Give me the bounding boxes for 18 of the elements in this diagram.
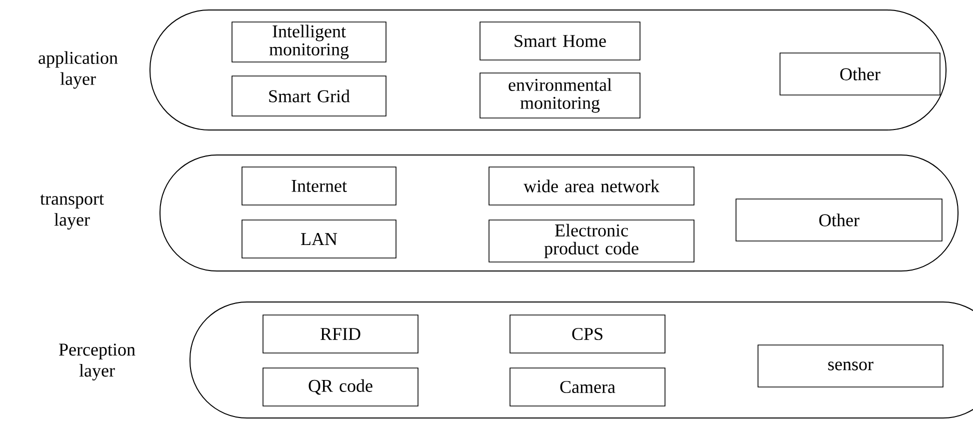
component-box: Smart Home <box>480 22 640 60</box>
layer-label: transport layer <box>40 194 104 230</box>
component-box: Other <box>780 52 940 96</box>
component-box: sensor <box>758 344 944 388</box>
component-box: environmental monitoring <box>480 72 640 118</box>
component-box: Intelligent monitoring <box>232 22 386 62</box>
component-box: Electronic product code <box>488 220 694 262</box>
component-box: Internet <box>242 166 396 206</box>
component-box: QR code <box>262 368 418 406</box>
component-box: Camera <box>510 368 666 406</box>
component-box: Other <box>736 198 942 242</box>
component-box: Smart Grid <box>232 76 386 116</box>
component-box: LAN <box>242 220 396 258</box>
layer-label: application layer <box>38 51 118 89</box>
layer-label: Perception layer <box>59 344 136 380</box>
component-box: CPS <box>510 314 666 354</box>
component-box: RFID <box>262 314 418 354</box>
component-box: wide area network <box>488 166 694 206</box>
